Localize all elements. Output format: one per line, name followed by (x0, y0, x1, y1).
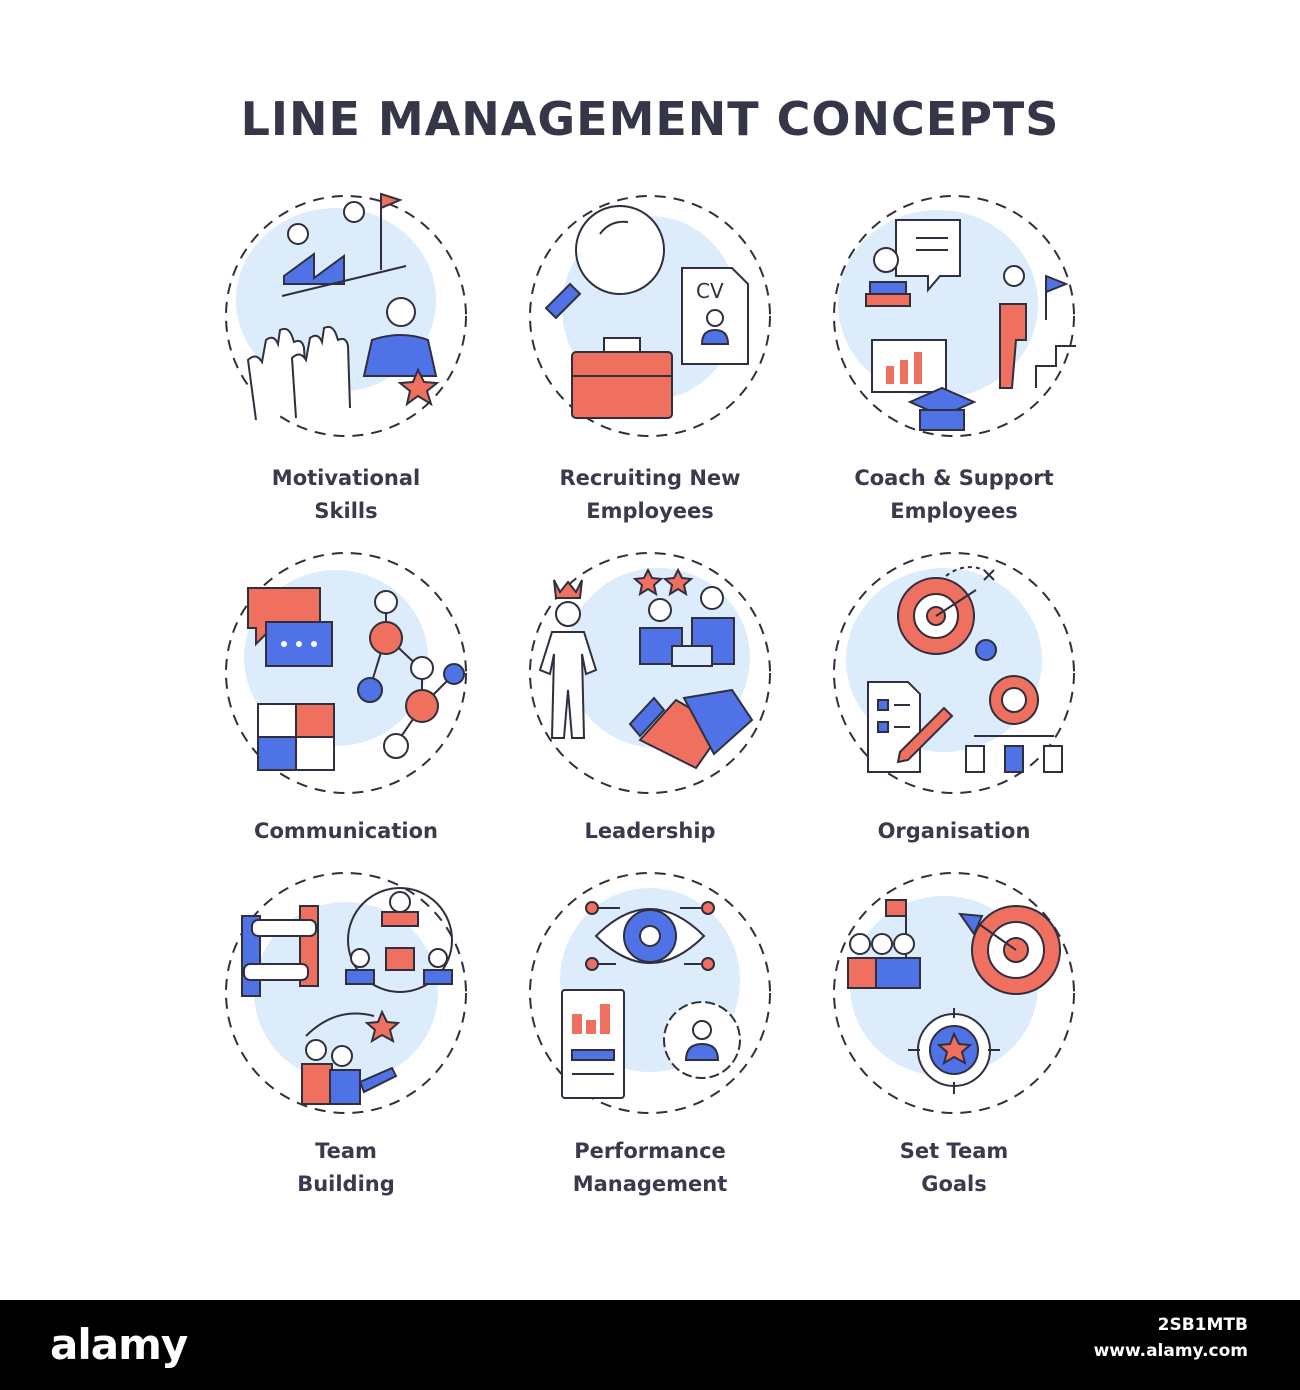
concept-label-line2: Building (297, 1172, 395, 1196)
brand-logo: alamy (50, 1320, 188, 1369)
leadership-icon (529, 552, 771, 794)
page-title: LINE MANAGEMENT CONCEPTS (240, 92, 1060, 146)
concept-label: Organisation (877, 819, 1031, 843)
cv-text: CV (696, 279, 724, 303)
motivational-skills-icon (225, 192, 467, 437)
concept-label-line2: Skills (314, 499, 378, 523)
concept-label-line1: Recruiting New (559, 466, 741, 490)
team-goals-icon (833, 872, 1075, 1114)
concept-label-line2: Management (572, 1172, 728, 1196)
organisation-icon (833, 552, 1075, 794)
coach-support-icon (833, 195, 1076, 437)
image-reference: 2SB1MTB www.alamy.com (1094, 1312, 1248, 1364)
concept-label-line1: Team (315, 1139, 377, 1163)
communication-icon (225, 552, 467, 794)
recruiting-icon: CV (529, 195, 771, 437)
site-url: www.alamy.com (1093, 1341, 1248, 1361)
image-id: 2SB1MTB (1157, 1315, 1248, 1335)
concept-label-line2: Employees (586, 499, 714, 523)
concept-label: Communication (254, 819, 438, 843)
team-building-icon (225, 872, 467, 1114)
concept-label-line2: Employees (890, 499, 1018, 523)
concept-label-line1: Set Team (899, 1139, 1009, 1163)
concept-label-line1: Motivational (271, 466, 421, 490)
concept-label-line2: Goals (921, 1172, 987, 1196)
concept-label-line1: Coach & Support (854, 466, 1054, 490)
watermark-bar: alamy 2SB1MTB www.alamy.com (0, 1300, 1300, 1390)
concept-label-line1: Performance (574, 1139, 726, 1163)
concept-label: Leadership (584, 819, 716, 843)
performance-icon (529, 872, 771, 1114)
